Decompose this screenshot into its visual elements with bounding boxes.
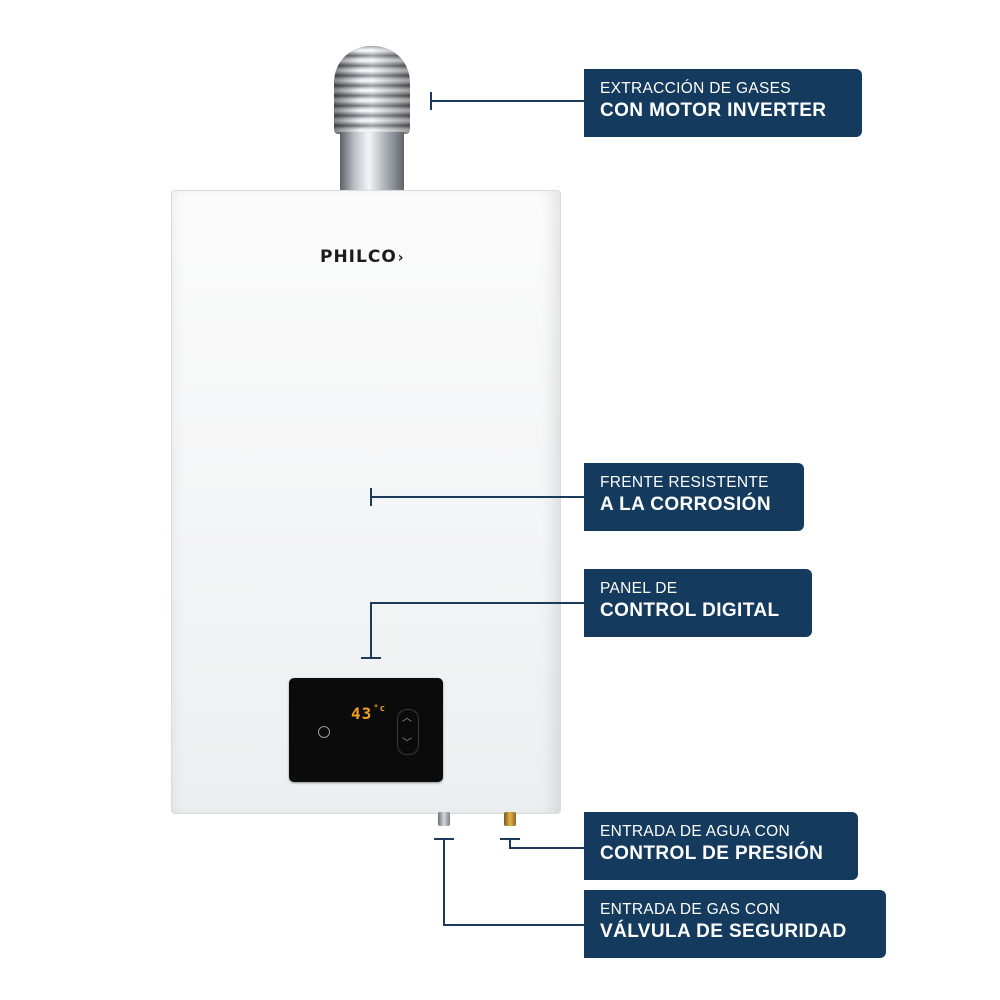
brand-chevron-icon: › — [397, 250, 405, 266]
digital-control-panel: 43°c ︿ ﹀ — [289, 678, 443, 782]
gas-inlet-connector — [438, 812, 450, 826]
temperature-value: 43 — [351, 704, 373, 723]
brand-logo: PHILCO› — [320, 247, 405, 267]
water-inlet-connector — [504, 812, 516, 826]
temperature-display: 43°c — [351, 704, 386, 723]
callout-line-exhaust — [431, 100, 584, 102]
temperature-unit: °c — [373, 704, 387, 714]
callout-label-front: FRENTE RESISTENTE A LA CORROSIÓN — [584, 463, 804, 531]
callout-line-front — [371, 496, 584, 498]
flue-pipe — [334, 46, 410, 196]
callout-line-water — [509, 847, 584, 849]
flue-pipe-corrugated — [334, 46, 410, 134]
callout-label-front-line2: A LA CORROSIÓN — [600, 494, 771, 515]
callout-label-gas: ENTRADA DE GAS CON VÁLVULA DE SEGURIDAD — [584, 890, 886, 958]
callout-label-gas-line2: VÁLVULA DE SEGURIDAD — [600, 921, 847, 942]
callout-label-front-line1: FRENTE RESISTENTE — [600, 474, 769, 491]
callout-line-panel — [371, 602, 584, 604]
callout-label-exhaust-line1: EXTRACCIÓN DE GASES — [600, 80, 791, 97]
power-icon[interactable] — [318, 726, 330, 738]
callout-label-exhaust: EXTRACCIÓN DE GASES CON MOTOR INVERTER — [584, 69, 862, 137]
callout-label-water-line2: CONTROL DE PRESIÓN — [600, 843, 824, 864]
callout-line-panel-vertical — [370, 602, 372, 658]
callout-label-panel-line1: PANEL DE — [600, 580, 678, 597]
callout-label-gas-line1: ENTRADA DE GAS CON — [600, 901, 781, 918]
chevron-down-icon[interactable]: ﹀ — [402, 738, 412, 749]
callout-label-water-line1: ENTRADA DE AGUA CON — [600, 823, 791, 840]
callout-label-exhaust-line2: CON MOTOR INVERTER — [600, 100, 827, 121]
chevron-up-icon[interactable]: ︿ — [402, 713, 412, 724]
callout-label-panel-line2: CONTROL DIGITAL — [600, 600, 780, 621]
brand-name: PHILCO — [320, 247, 397, 267]
callout-line-gas — [443, 924, 584, 926]
callout-cap-panel — [361, 657, 381, 659]
flue-pipe-collar — [340, 132, 404, 196]
water-heater-body: PHILCO› 43°c ︿ ﹀ — [171, 190, 561, 814]
callout-label-panel: PANEL DE CONTROL DIGITAL — [584, 569, 812, 637]
callout-line-gas-vertical — [443, 838, 445, 925]
callout-line-water-vertical — [509, 838, 511, 848]
temperature-buttons-frame — [397, 709, 419, 755]
callout-label-water: ENTRADA DE AGUA CON CONTROL DE PRESIÓN — [584, 812, 858, 880]
